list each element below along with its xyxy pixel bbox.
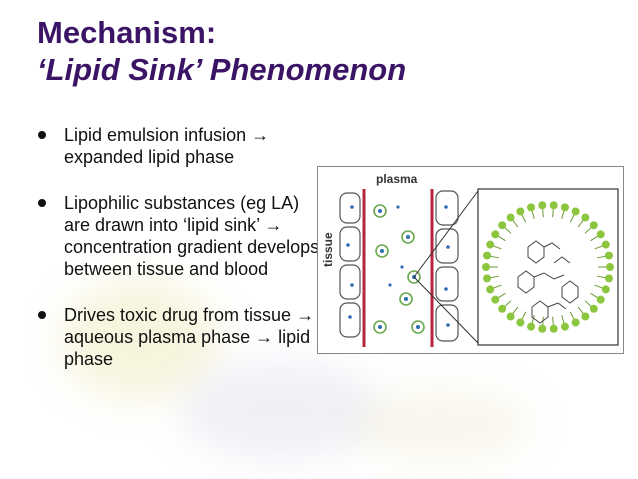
bullet-text: Drives toxic drug from tissue → aqueous … — [64, 305, 315, 369]
bullet-dot-icon — [38, 199, 46, 207]
lipid-head — [606, 263, 614, 271]
zoom-line-top — [413, 190, 479, 278]
lipid-head — [560, 203, 569, 212]
bullet-text: Lipophilic substances (eg LA) are drawn … — [64, 193, 320, 279]
lipid-head — [549, 324, 558, 333]
lipid-droplet-ring — [482, 201, 614, 333]
zoom-line-bottom — [413, 276, 479, 344]
lipid-head — [483, 251, 492, 260]
lipid-head — [596, 295, 605, 304]
lipid-head — [516, 318, 525, 327]
lipid-head — [527, 322, 536, 331]
lipid-head — [604, 251, 613, 260]
lipid-head — [498, 221, 507, 230]
lipid-sink-diagram: plasma tissue — [317, 166, 624, 354]
lipid-head — [491, 230, 500, 239]
bullet-list: Lipid emulsion infusion → expanded lipid… — [38, 124, 328, 389]
bullet-item: Drives toxic drug from tissue → aqueous … — [38, 304, 328, 370]
bullet-dot-icon — [38, 311, 46, 319]
lipid-head — [589, 304, 598, 313]
lipid-head — [581, 213, 590, 222]
diagram-svg: plasma tissue — [321, 172, 619, 347]
bullet-item: Lipid emulsion infusion → expanded lipid… — [38, 124, 328, 168]
lipid-droplets — [373, 204, 425, 334]
lipid-head — [498, 304, 507, 313]
lipid-head — [483, 274, 492, 283]
lipid-head — [506, 213, 515, 222]
drug-molecules — [346, 205, 450, 329]
lipid-head — [527, 203, 536, 212]
molecule-sketch — [517, 240, 579, 324]
lipid-head — [601, 240, 610, 249]
lipid-head — [604, 274, 613, 283]
lipid-head — [538, 201, 547, 210]
lipid-head — [571, 207, 580, 216]
lipid-head — [486, 285, 495, 294]
lipid-head — [482, 263, 490, 271]
bullet-dot-icon — [38, 131, 46, 139]
lipid-head — [486, 240, 495, 249]
title-line-2: ‘Lipid Sink’ Phenomenon — [37, 52, 407, 87]
lipid-head — [601, 285, 610, 294]
background-decoration — [60, 280, 220, 400]
background-decoration — [180, 360, 380, 460]
lipid-head — [491, 295, 500, 304]
title-line-1: Mechanism: — [37, 15, 217, 50]
background-decoration — [350, 390, 530, 460]
lipid-head — [581, 312, 590, 321]
bullet-item: Lipophilic substances (eg LA) are drawn … — [38, 192, 328, 280]
lipid-head — [538, 324, 547, 333]
lipid-head — [596, 230, 605, 239]
plasma-label: plasma — [376, 172, 418, 186]
tissue-label: tissue — [321, 232, 335, 267]
lipid-head — [571, 318, 580, 327]
slide-title: Mechanism: ‘Lipid Sink’ Phenomenon — [37, 14, 406, 88]
tissue-cells-left — [339, 192, 361, 338]
lipid-head — [549, 201, 558, 210]
lipid-head — [516, 207, 525, 216]
bullet-text: Lipid emulsion infusion → expanded lipid… — [64, 125, 270, 167]
lipid-head — [589, 221, 598, 230]
zoom-box — [477, 188, 619, 346]
lipid-head — [506, 312, 515, 321]
lipid-head — [560, 322, 569, 331]
